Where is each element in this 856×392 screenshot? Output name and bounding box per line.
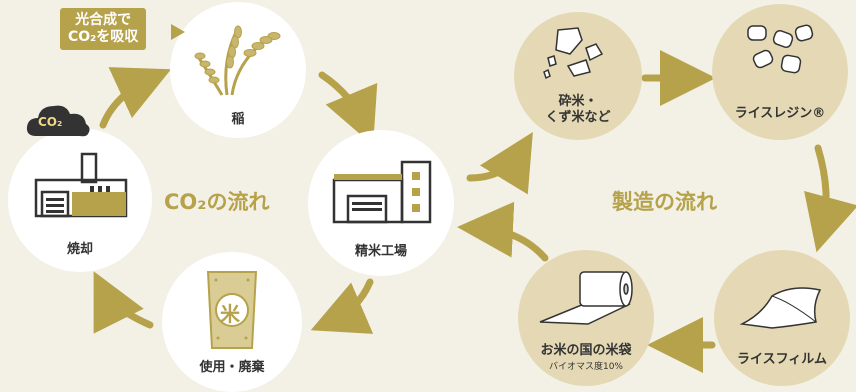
- rice-resin-label: ライスレジン®: [734, 106, 826, 121]
- incinerator-icon: [34, 152, 128, 218]
- photosynthesis-badge: 光合成で CO₂を吸収: [60, 8, 147, 50]
- use-discard-node: 米 使用・廃棄: [162, 252, 302, 392]
- rice-plant-icon: [194, 25, 281, 96]
- rice-film-node: ライスフィルム: [714, 250, 850, 386]
- rice-bag-icon: [206, 271, 258, 349]
- broken-rice-label-1: 砕米・: [558, 94, 598, 109]
- resin-pellets-icon: [747, 24, 814, 74]
- mill-label: 精米工場: [354, 244, 407, 259]
- badge-line-1: 光合成で: [75, 12, 132, 28]
- mill-node: 精米工場: [308, 130, 454, 276]
- co2-flow-title: CO₂の流れ: [164, 190, 270, 214]
- biomass-label: バイオマス度10%: [548, 362, 623, 372]
- rice-film-label: ライスフィルム: [736, 352, 828, 367]
- manufacturing-flow-title: 製造の流れ: [612, 190, 717, 214]
- use-discard-label: 使用・廃棄: [199, 360, 265, 375]
- arrow-resin-to-film: [804, 144, 856, 253]
- broken-rice-label-2: くず米など: [545, 110, 611, 125]
- bag-glyph: 米: [220, 302, 240, 326]
- arrow-burn-to-rice: [99, 67, 172, 129]
- film-roll-icon: [539, 271, 633, 325]
- broken-rice-icon: [543, 27, 604, 80]
- co2-cloud-label: CO₂: [38, 115, 63, 129]
- arrow-mill-to-broken-rice: [466, 132, 533, 195]
- rice-node: 稲: [170, 2, 306, 138]
- film-sheet-icon: [739, 287, 822, 329]
- arrow-rice-to-mill: [318, 71, 378, 146]
- co2-cloud-icon: [26, 105, 90, 137]
- factory-icon: [332, 160, 432, 224]
- incineration-label: 焼却: [66, 242, 93, 257]
- broken-rice-node: 砕米・ くず米など: [514, 12, 642, 140]
- incineration-node: 焼却: [8, 128, 152, 272]
- rice-label: 稲: [231, 112, 245, 127]
- arrow-bag-to-mill: [457, 201, 549, 262]
- badge-line-2: CO₂を吸収: [68, 29, 139, 45]
- rice-resin-node: ライスレジン®: [712, 4, 848, 140]
- badge-pointer-icon: [171, 24, 185, 40]
- arrow-mill-to-use: [310, 278, 374, 334]
- arrow-use-to-burn: [93, 271, 154, 334]
- rice-bag-node: お米の国の米袋 バイオマス度10%: [518, 250, 654, 386]
- rice-bag-label: お米の国の米袋: [540, 343, 632, 358]
